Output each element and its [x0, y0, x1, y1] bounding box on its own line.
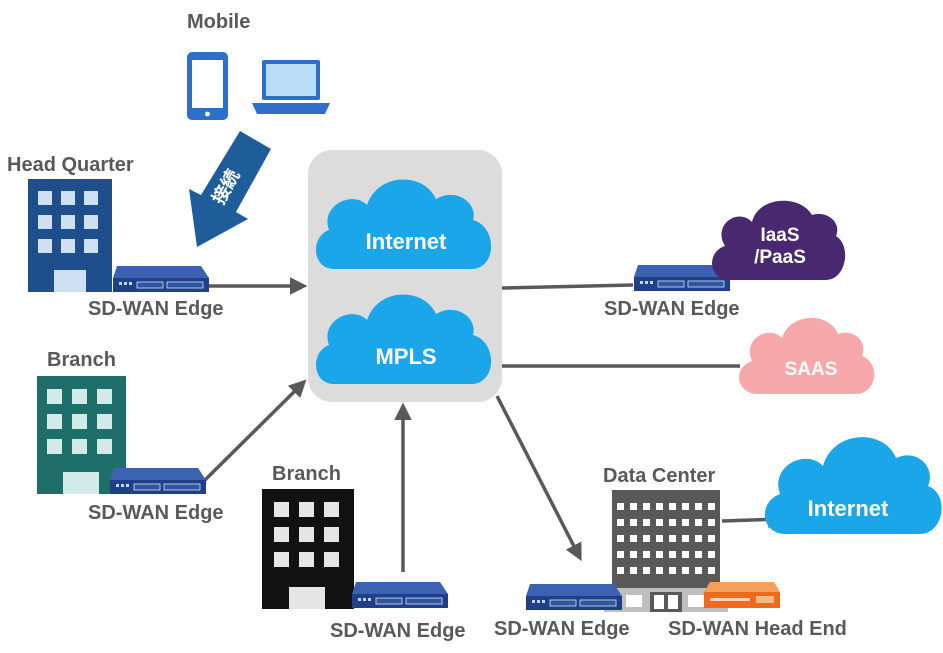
data-center-label: Data Center [603, 465, 716, 487]
iaas-label-line2: /PaaS [754, 246, 806, 268]
branch-left-building-icon [37, 376, 126, 494]
cloud-edge-label: SD-WAN Edge [604, 298, 740, 320]
branch-bottom-label: Branch [272, 463, 341, 485]
saas-label: SAAS [784, 359, 838, 380]
saas-cloud [739, 317, 875, 394]
link-branch-core [203, 379, 307, 482]
branch-left-router-icon [109, 467, 207, 495]
dc-edge-label: SD-WAN Edge [494, 618, 630, 640]
mpls-label: MPLS [375, 344, 437, 369]
laptop-icon [252, 60, 330, 114]
hq-edge-label: SD-WAN Edge [88, 298, 224, 320]
iaas-cloud [712, 200, 846, 280]
branch-bottom-building-icon [262, 489, 354, 609]
mobile-label: Mobile [187, 11, 251, 33]
head-quarter-label: Head Quarter [7, 154, 134, 176]
branch-bottom-edge-label: SD-WAN Edge [330, 620, 466, 642]
branch-left-label: Branch [47, 349, 116, 371]
tablet-icon [187, 52, 228, 120]
branch-left-edge-label: SD-WAN Edge [88, 502, 224, 524]
hq-router-icon [112, 265, 210, 293]
link-core-cloud-edge [501, 283, 634, 290]
internet-cloud-dc [764, 437, 942, 534]
connect-arrow-icon [189, 131, 271, 247]
link-core-dc [495, 395, 582, 562]
iaas-label-line1: IaaS [760, 225, 800, 246]
dc-router-icon [525, 583, 623, 611]
data-center-building-icon [604, 490, 728, 612]
branch-bottom-router-icon [351, 581, 449, 609]
internet-cloud-core [316, 179, 492, 269]
head-end-label: SD-WAN Head End [668, 618, 847, 640]
links [203, 277, 786, 572]
internet-dc-label: Internet [807, 496, 889, 521]
mpls-cloud [316, 294, 492, 384]
iaas-label: IaaS /PaaS [735, 225, 825, 269]
hq-building-icon [28, 179, 112, 292]
internet-core-label: Internet [365, 229, 447, 254]
head-end-appliance-icon [704, 582, 780, 608]
